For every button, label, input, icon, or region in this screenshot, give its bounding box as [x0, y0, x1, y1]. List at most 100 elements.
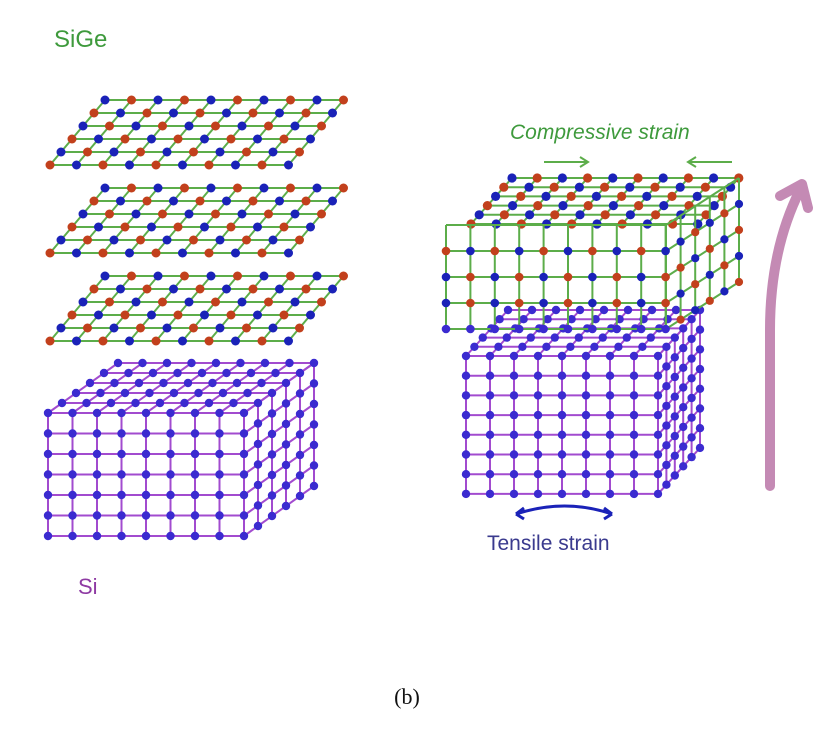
- sige-atom: [215, 147, 225, 157]
- si-atom: [591, 315, 600, 324]
- si-atom: [629, 470, 639, 479]
- si-atom: [557, 430, 567, 439]
- sige-atom: [705, 244, 714, 253]
- si-atom: [485, 410, 495, 420]
- sige-atom: [312, 271, 322, 281]
- sige-atom: [720, 261, 729, 270]
- si-atom: [605, 391, 615, 400]
- si-atom: [187, 358, 196, 368]
- si-atom: [551, 305, 561, 315]
- sige-atom: [636, 298, 646, 308]
- si-atom: [57, 398, 67, 408]
- sige-atom: [178, 160, 187, 170]
- si-atom: [117, 408, 126, 418]
- sige-atom: [162, 235, 172, 245]
- si-atom: [671, 305, 681, 315]
- sige-atom: [127, 183, 136, 193]
- sige-atom: [301, 284, 311, 294]
- sige-atom: [83, 235, 92, 245]
- sige-atom: [608, 201, 619, 211]
- sige-atom: [264, 297, 273, 307]
- si-atom: [581, 371, 591, 380]
- si-atom: [581, 489, 591, 499]
- si-atom: [190, 408, 200, 418]
- si-atom: [470, 342, 479, 351]
- sige-atom: [178, 336, 187, 346]
- si-atom: [542, 342, 551, 351]
- sige-atom: [83, 147, 92, 157]
- sige-atom: [222, 108, 231, 118]
- si-atom: [662, 342, 671, 351]
- sige-atom: [259, 271, 269, 281]
- si-atom: [509, 470, 519, 479]
- sige-atom: [180, 271, 189, 281]
- sige-atom: [734, 251, 744, 261]
- sige-atom: [180, 183, 189, 193]
- si-atom: [533, 470, 543, 479]
- si-atom: [218, 388, 228, 398]
- si-atom: [687, 334, 696, 344]
- sige-atom: [636, 246, 646, 256]
- sige-atom: [131, 209, 141, 219]
- si-substrate-lattice: [43, 358, 319, 541]
- sige-atom: [56, 147, 66, 157]
- sige-atom: [563, 246, 573, 256]
- sige-atom: [317, 209, 326, 219]
- si-atom: [141, 511, 151, 520]
- sige-atom: [184, 297, 194, 307]
- sige-atom: [312, 183, 322, 193]
- sige-atom: [588, 246, 597, 256]
- sige-atom: [539, 324, 548, 334]
- si-atom: [92, 449, 102, 459]
- si-atom: [295, 471, 305, 480]
- sige-atom: [683, 173, 694, 183]
- sige-atom: [136, 235, 145, 245]
- si-atom: [43, 490, 53, 500]
- si-atom: [117, 511, 126, 520]
- sige-atom: [226, 310, 236, 320]
- sige-atom: [151, 160, 161, 170]
- si-atom: [267, 450, 277, 459]
- sige-atom: [691, 280, 700, 289]
- sige-atom: [94, 310, 103, 320]
- si-atom: [117, 429, 126, 438]
- si-atom: [180, 398, 189, 408]
- sige-atom: [226, 134, 236, 144]
- sige-atom: [142, 108, 152, 118]
- si-atom: [43, 511, 53, 520]
- si-atom: [190, 490, 200, 500]
- sige-atom: [162, 323, 172, 333]
- si-atom: [527, 305, 537, 315]
- si-atom: [461, 430, 471, 439]
- si-atom: [679, 422, 688, 432]
- si-atom: [267, 491, 277, 500]
- si-atom: [239, 429, 249, 438]
- sige-atom: [286, 271, 295, 281]
- si-atom: [246, 368, 256, 378]
- sige-atom: [563, 298, 573, 308]
- sige-atom: [720, 209, 729, 218]
- si-atom: [148, 368, 158, 378]
- si-atom: [173, 368, 182, 378]
- lattice-diagram: [43, 95, 813, 541]
- sige-atom: [490, 246, 500, 256]
- si-atom: [695, 364, 705, 374]
- sige-atom: [231, 160, 240, 170]
- sige-atom: [625, 182, 635, 192]
- sige-atom: [242, 235, 251, 245]
- si-atom: [557, 351, 567, 361]
- sige-atom: [56, 235, 66, 245]
- sige-atom: [466, 246, 475, 256]
- si-atom: [653, 430, 663, 439]
- sige-atom: [72, 336, 81, 346]
- sige-atom: [575, 210, 585, 220]
- sige-atom: [617, 191, 627, 201]
- sige-atom: [67, 134, 77, 144]
- si-atom: [68, 470, 77, 479]
- si-atom: [670, 372, 679, 382]
- sige-atom: [514, 246, 524, 256]
- si-atom: [519, 315, 528, 324]
- sige-atom: [89, 108, 99, 118]
- si-atom: [662, 441, 671, 450]
- si-atom: [117, 449, 126, 459]
